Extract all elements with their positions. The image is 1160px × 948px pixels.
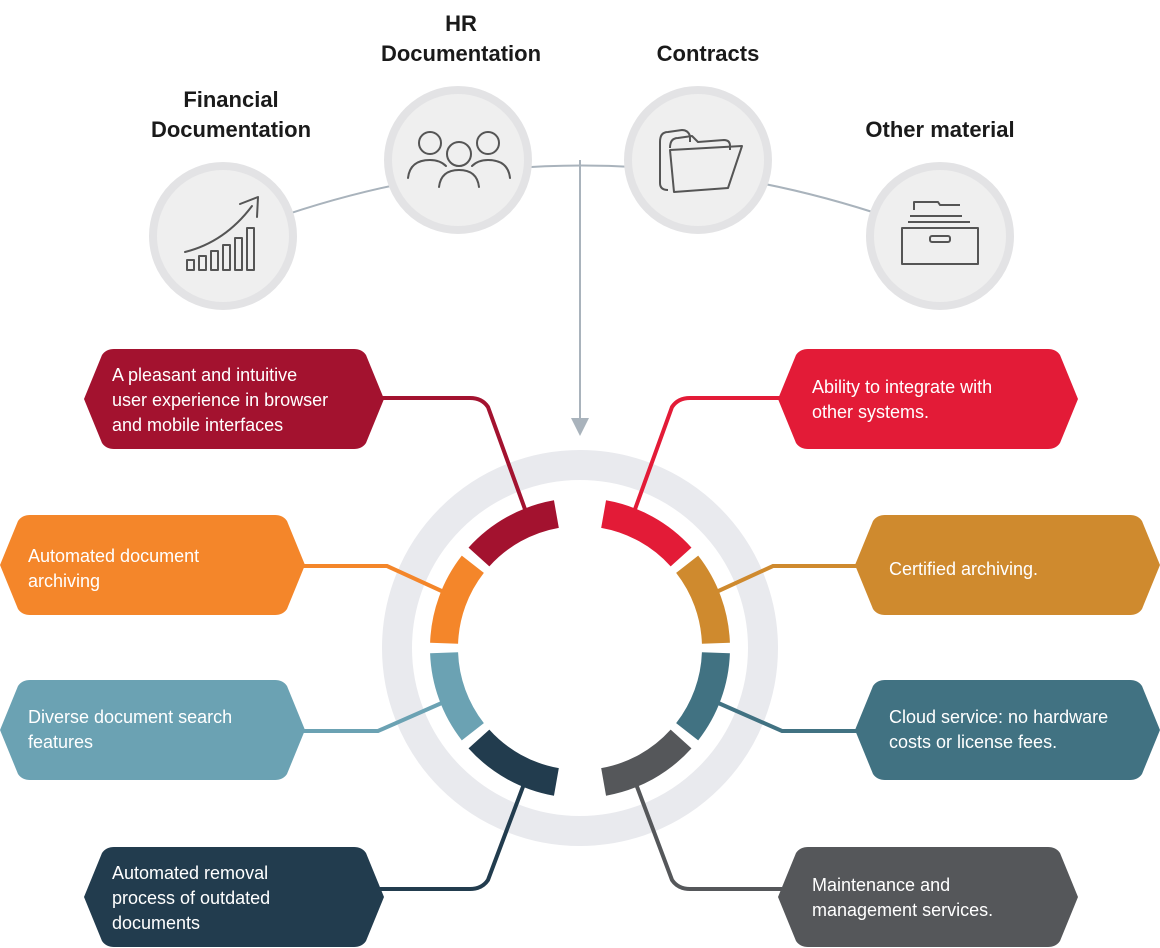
feature-line: management services. — [812, 900, 994, 920]
feature-text-certified: Certified archiving. — [889, 557, 1038, 582]
category-title-line: HR — [445, 11, 477, 36]
category-title-financial: Financial Documentation — [121, 85, 341, 145]
ring-segment-integrate — [601, 500, 692, 567]
connector-search — [300, 700, 445, 733]
connector-integrate — [632, 396, 782, 513]
connector-ux — [380, 396, 528, 513]
feature-box-maintenance — [778, 847, 1078, 947]
ring-segment-cloud — [676, 652, 730, 741]
feature-text-ux: A pleasant and intuitive user experience… — [112, 363, 328, 438]
category-title-line: Documentation — [380, 41, 542, 66]
feature-line: costs or license fees. — [889, 732, 1058, 752]
ring-segment-certified — [676, 555, 730, 644]
connector-maintenance — [634, 783, 782, 891]
connector-removal — [380, 783, 526, 891]
category-financial-circle — [149, 162, 297, 310]
feature-box-removal — [84, 847, 384, 947]
category-title-line: Contracts — [656, 41, 760, 66]
feature-line: features — [28, 732, 94, 752]
connector-certified — [713, 564, 860, 595]
connector-cloud — [715, 700, 860, 733]
feature-line: and mobile interfaces — [112, 415, 284, 435]
feature-line: A pleasant and intuitive — [112, 365, 298, 385]
category-contracts-circle — [624, 86, 772, 234]
ring-segment-search — [430, 652, 484, 741]
category-contracts — [624, 86, 772, 234]
feature-line: Automated document — [28, 546, 200, 566]
feature-line: Maintenance and — [812, 875, 951, 895]
ring-segment-auto-archiving — [430, 555, 484, 644]
feature-box-cloud — [855, 680, 1160, 780]
folder-icon — [659, 129, 743, 193]
feature-line: archiving — [28, 571, 101, 591]
feature-boxes — [0, 349, 1160, 947]
category-hr-circle — [384, 86, 532, 234]
feature-line: Diverse document search — [28, 707, 233, 727]
feature-line: process of outdated — [112, 888, 271, 908]
category-connector-arc — [227, 164, 941, 237]
category-title-hr: HR Documentation — [351, 9, 571, 69]
category-title-line: Documentation — [150, 117, 312, 142]
category-other — [866, 162, 1014, 310]
category-title-line: Other material — [865, 117, 1015, 142]
feature-text-integrate: Ability to integrate with other systems. — [812, 375, 992, 425]
feature-box-auto-archiving — [0, 515, 305, 615]
feature-line: documents — [112, 913, 201, 933]
chart-growth-icon — [184, 196, 259, 271]
category-hr — [384, 86, 532, 234]
feature-box-ux — [84, 349, 384, 449]
feature-line: user experience in browser — [112, 390, 329, 410]
feature-text-removal: Automated removal process of outdated do… — [112, 861, 270, 936]
feature-box-search — [0, 680, 305, 780]
arrow-head — [571, 418, 589, 436]
ring-segments — [430, 500, 730, 796]
category-financial — [149, 162, 297, 310]
feature-text-search: Diverse document search features — [28, 705, 232, 755]
category-title-other: Other material — [830, 115, 1050, 145]
archive-box-icon — [901, 201, 979, 265]
feature-line: Cloud service: no hardware — [889, 707, 1109, 727]
feature-line: other systems. — [812, 402, 930, 422]
ring-segment-maintenance — [601, 729, 692, 796]
ring-background — [382, 450, 778, 846]
feature-box-certified — [855, 515, 1160, 615]
feature-line: Ability to integrate with — [812, 377, 993, 397]
people-group-icon — [407, 131, 511, 188]
category-title-contracts: Contracts — [598, 39, 818, 69]
feature-line: Automated removal — [112, 863, 269, 883]
category-title-line: Financial — [183, 87, 279, 112]
ring-segment-ux — [468, 500, 559, 567]
feature-text-auto-archiving: Automated document archiving — [28, 544, 199, 594]
feature-text-cloud: Cloud service: no hardware costs or lice… — [889, 705, 1108, 755]
feature-box-integrate — [778, 349, 1078, 449]
feature-text-maintenance: Maintenance and management services. — [812, 873, 993, 923]
connector-auto-archiving — [300, 564, 447, 595]
ring-segment-removal — [468, 729, 559, 796]
ring-center — [458, 526, 702, 770]
feature-connectors — [300, 396, 860, 891]
feature-line: Certified archiving. — [889, 559, 1039, 579]
